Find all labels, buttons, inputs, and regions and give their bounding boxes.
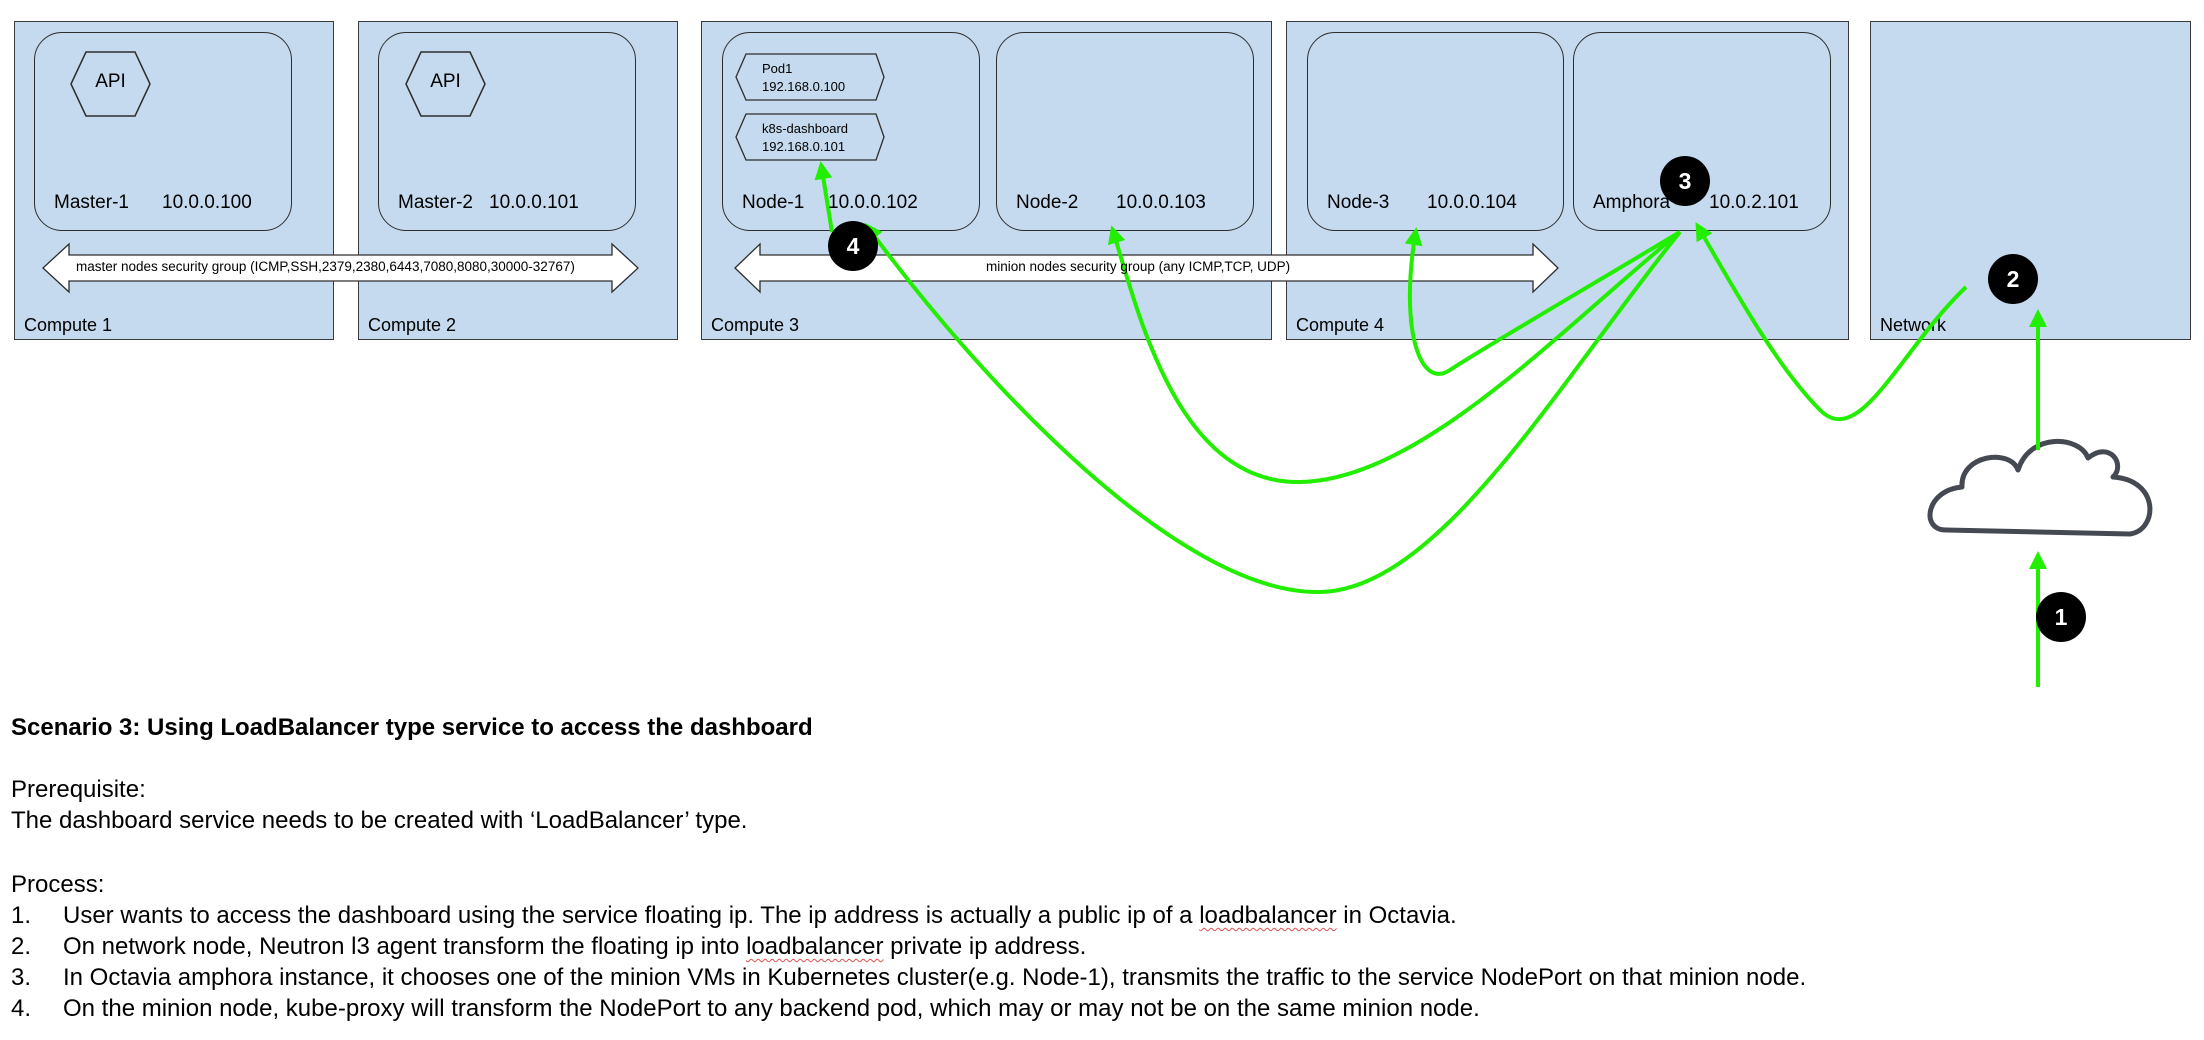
node-3-name: Node-3 bbox=[1327, 192, 1390, 213]
step-text-flagged: loadbalancer bbox=[1199, 902, 1337, 929]
minion-security-group-label: minion nodes security group (any ICMP,TC… bbox=[986, 259, 1291, 274]
master-1-ip: 10.0.0.100 bbox=[162, 192, 252, 213]
amphora-name: Amphora bbox=[1593, 192, 1671, 213]
process-step-1: 1. User wants to access the dashboard usi… bbox=[11, 902, 1457, 930]
pod1-label: Pod1 192.168.0.100 bbox=[762, 60, 845, 96]
master-security-group-label: master nodes security group (ICMP,SSH,23… bbox=[76, 259, 575, 274]
process-heading: Process: bbox=[11, 871, 105, 898]
node-3 bbox=[1307, 32, 1564, 231]
master-1-name: Master-1 bbox=[54, 192, 129, 213]
prerequisite-heading: Prerequisite: bbox=[11, 776, 146, 803]
flow-arrow-network-amphora bbox=[1695, 222, 1968, 421]
step-badge-3: 3 bbox=[1660, 156, 1710, 206]
step-text-flagged: loadbalancer bbox=[746, 933, 884, 960]
hexagon-icon bbox=[405, 51, 486, 117]
pod-name: Pod1 bbox=[762, 61, 793, 76]
process-step-3: 3. In Octavia amphora instance, it choose… bbox=[11, 964, 1806, 992]
step-badge-4: 4 bbox=[828, 221, 878, 271]
node-1-name: Node-1 bbox=[742, 192, 805, 213]
flow-arrow-amphora-node2 bbox=[1107, 225, 1682, 485]
step-text: in Octavia. bbox=[1336, 902, 1457, 929]
step-number: 4. bbox=[11, 995, 32, 1022]
process-step-2: 2. On network node, Neutron l3 agent tran… bbox=[11, 933, 1086, 961]
api-label: API bbox=[95, 71, 126, 92]
node-1-ip: 10.0.0.102 bbox=[828, 192, 918, 213]
pod-ip: 192.168.0.100 bbox=[762, 79, 846, 94]
api-label: API bbox=[430, 71, 461, 92]
step-number: 3. bbox=[11, 964, 32, 991]
flow-arrow-amphora-node3 bbox=[1404, 227, 1682, 376]
compute-label: Compute 2 bbox=[368, 315, 457, 335]
master-2-node bbox=[378, 32, 636, 231]
k8s-dashboard-pod-shape bbox=[735, 113, 885, 161]
step-number: 2. bbox=[11, 933, 32, 960]
step-text: On the minion node, kube-proxy will tran… bbox=[63, 995, 1480, 1022]
flow-arrow-node1-pod bbox=[814, 161, 834, 233]
prerequisite-text: The dashboard service needs to be create… bbox=[11, 807, 748, 834]
compute-4-box: Compute 4 bbox=[1286, 21, 1849, 340]
amphora-ip: 10.0.2.101 bbox=[1709, 192, 1799, 213]
node-2-ip: 10.0.0.103 bbox=[1116, 192, 1206, 213]
master-2-name: Master-2 bbox=[398, 192, 473, 213]
flow-arrow-amphora-node1 bbox=[864, 222, 1682, 595]
step-badge-1: 1 bbox=[2036, 592, 2086, 642]
master-1-node bbox=[34, 32, 292, 231]
cloud-icon bbox=[1927, 438, 2153, 537]
pod1-shape bbox=[735, 53, 885, 101]
step-text: User wants to access the dashboard using… bbox=[63, 902, 1200, 929]
compute-label: Compute 4 bbox=[1296, 315, 1385, 335]
pod-name: k8s-dashboard bbox=[762, 121, 848, 136]
pod-ip: 192.168.0.101 bbox=[762, 139, 846, 154]
step-text: In Octavia amphora instance, it chooses … bbox=[63, 964, 1807, 991]
compute-label: Compute 1 bbox=[24, 315, 113, 335]
step-text: On network node, Neutron l3 agent transf… bbox=[63, 933, 747, 960]
double-arrow-icon bbox=[42, 242, 639, 294]
node-2-name: Node-2 bbox=[1016, 192, 1079, 213]
compute-label: Compute 3 bbox=[711, 315, 800, 335]
double-arrow-icon bbox=[734, 242, 1559, 294]
process-step-4: 4. On the minion node, kube-proxy will tr… bbox=[11, 995, 1480, 1023]
compute-3-box: Compute 3 bbox=[701, 21, 1272, 340]
hexagon-icon bbox=[70, 51, 151, 117]
step-text: private ip address. bbox=[883, 933, 1087, 960]
step-badge-2: 2 bbox=[1988, 254, 2038, 304]
node-3-ip: 10.0.0.104 bbox=[1427, 192, 1517, 213]
scenario-title: Scenario 3: Using LoadBalancer type serv… bbox=[11, 714, 813, 741]
step-number: 1. bbox=[11, 902, 32, 929]
k8s-dashboard-label: k8s-dashboard 192.168.0.101 bbox=[762, 120, 848, 156]
master-2-ip: 10.0.0.101 bbox=[489, 192, 579, 213]
